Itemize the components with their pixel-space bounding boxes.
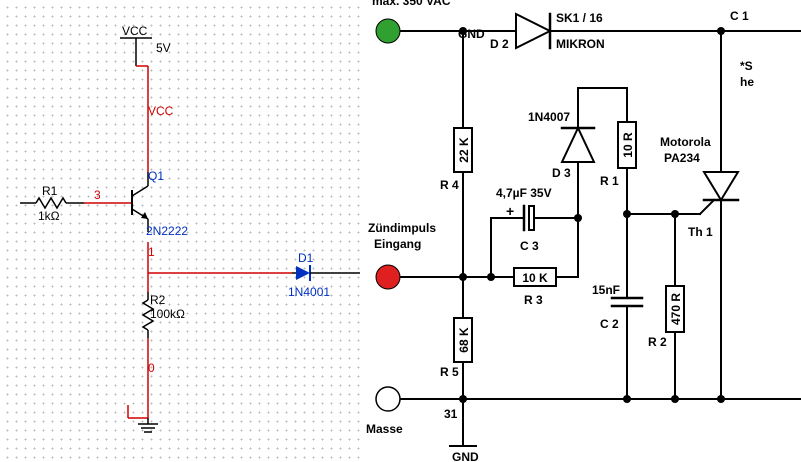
junction-c3-d3 bbox=[574, 214, 582, 222]
r4-name-label: R 4 bbox=[440, 178, 459, 192]
r3-name-label: R 3 bbox=[524, 293, 543, 307]
d1-diode-triangle bbox=[296, 266, 310, 280]
c1-name-label: C 1 bbox=[730, 9, 749, 23]
d2-diode-triangle bbox=[515, 12, 553, 50]
left-schematic: VCC 5V VCC R1 1kΩ 3 Q1 2N2222 bbox=[20, 24, 360, 433]
note-line1-label: *S bbox=[740, 59, 753, 73]
r4-value-label: 22 K bbox=[457, 137, 471, 163]
net-3-label: 3 bbox=[94, 188, 101, 202]
c2-name-label: C 2 bbox=[600, 317, 619, 331]
q1-collector bbox=[131, 185, 149, 197]
trigger-input-label-line1: Zündimpuls bbox=[368, 221, 436, 235]
c2-value-label: 15nF bbox=[592, 283, 620, 297]
vcc-value-label: 5V bbox=[156, 41, 171, 55]
node-31-label: 31 bbox=[444, 407, 458, 421]
vcc-net-label: VCC bbox=[148, 104, 174, 118]
junction-top-thyristor bbox=[717, 27, 725, 35]
masse-node-white[interactable] bbox=[375, 386, 401, 412]
q1-emitter-arrow bbox=[141, 212, 148, 219]
junction-bottom-thyristor bbox=[717, 395, 725, 403]
r5-name-label: R 5 bbox=[440, 365, 459, 379]
junction-bottom-c2 bbox=[623, 395, 631, 403]
net-0-label: 0 bbox=[148, 361, 155, 375]
net-1-label: 1 bbox=[148, 245, 155, 259]
d3-diode-triangle bbox=[560, 125, 596, 163]
gate-lead-diagonal bbox=[698, 198, 716, 216]
max-voltage-label: max. 350 VAC bbox=[372, 0, 451, 8]
q1-name-label: Q1 bbox=[148, 169, 164, 183]
c3-value-label: 4,7µF 35V bbox=[496, 186, 552, 200]
r2-resistor bbox=[141, 299, 155, 331]
d2-maker-label: MIKRON bbox=[556, 37, 605, 51]
trigger-input-label-line2: Eingang bbox=[374, 237, 421, 251]
c3-name-label: C 3 bbox=[520, 239, 539, 253]
d2-name-label: D 2 bbox=[490, 37, 509, 51]
r1-resistor bbox=[35, 196, 67, 210]
d1-part-label: 1N4001 bbox=[288, 285, 330, 299]
r1-value-label: 10 R bbox=[621, 132, 635, 158]
note-line2-label: he bbox=[740, 75, 754, 89]
junction-top-r4 bbox=[459, 27, 467, 35]
r2-value-label: 470 R bbox=[669, 293, 683, 325]
q1-part-label: 2N2222 bbox=[146, 224, 188, 238]
trigger-input-node-red[interactable] bbox=[375, 264, 401, 290]
vcc-symbol-label: VCC bbox=[122, 24, 148, 38]
r2-value-label: 100kΩ bbox=[150, 307, 185, 321]
masse-label: Masse bbox=[366, 422, 403, 436]
d3-name-label: D 3 bbox=[552, 166, 571, 180]
thyristor-part-label: PA234 bbox=[664, 151, 700, 165]
r1-name-label: R 1 bbox=[600, 174, 619, 188]
right-schematic: max. 350 VAC SK1 / 16 D 2 MIKRON GND 22 … bbox=[366, 0, 801, 462]
gnd-terminal-label: GND bbox=[452, 450, 479, 462]
r2-name-label: R2 bbox=[150, 293, 166, 307]
junction-bottom-r2 bbox=[671, 395, 679, 403]
d3-part-label: 1N4007 bbox=[528, 110, 570, 124]
r2-name-label: R 2 bbox=[648, 335, 667, 349]
ac-input-node-green[interactable] bbox=[375, 18, 401, 44]
r1-value-label: 1kΩ bbox=[38, 209, 60, 223]
c3-polarity-label: + bbox=[506, 203, 514, 219]
dot-grid-background bbox=[0, 0, 360, 462]
r3-value-label: 10 K bbox=[522, 271, 548, 285]
r1-name-label: R1 bbox=[42, 184, 58, 198]
d2-part-label: SK1 / 16 bbox=[556, 11, 603, 25]
thyristor-maker-label: Motorola bbox=[660, 135, 711, 149]
r5-value-label: 68 K bbox=[457, 327, 471, 353]
d1-name-label: D1 bbox=[298, 251, 314, 265]
thyristor-triangle bbox=[702, 171, 740, 202]
th1-name-label: Th 1 bbox=[688, 225, 713, 239]
